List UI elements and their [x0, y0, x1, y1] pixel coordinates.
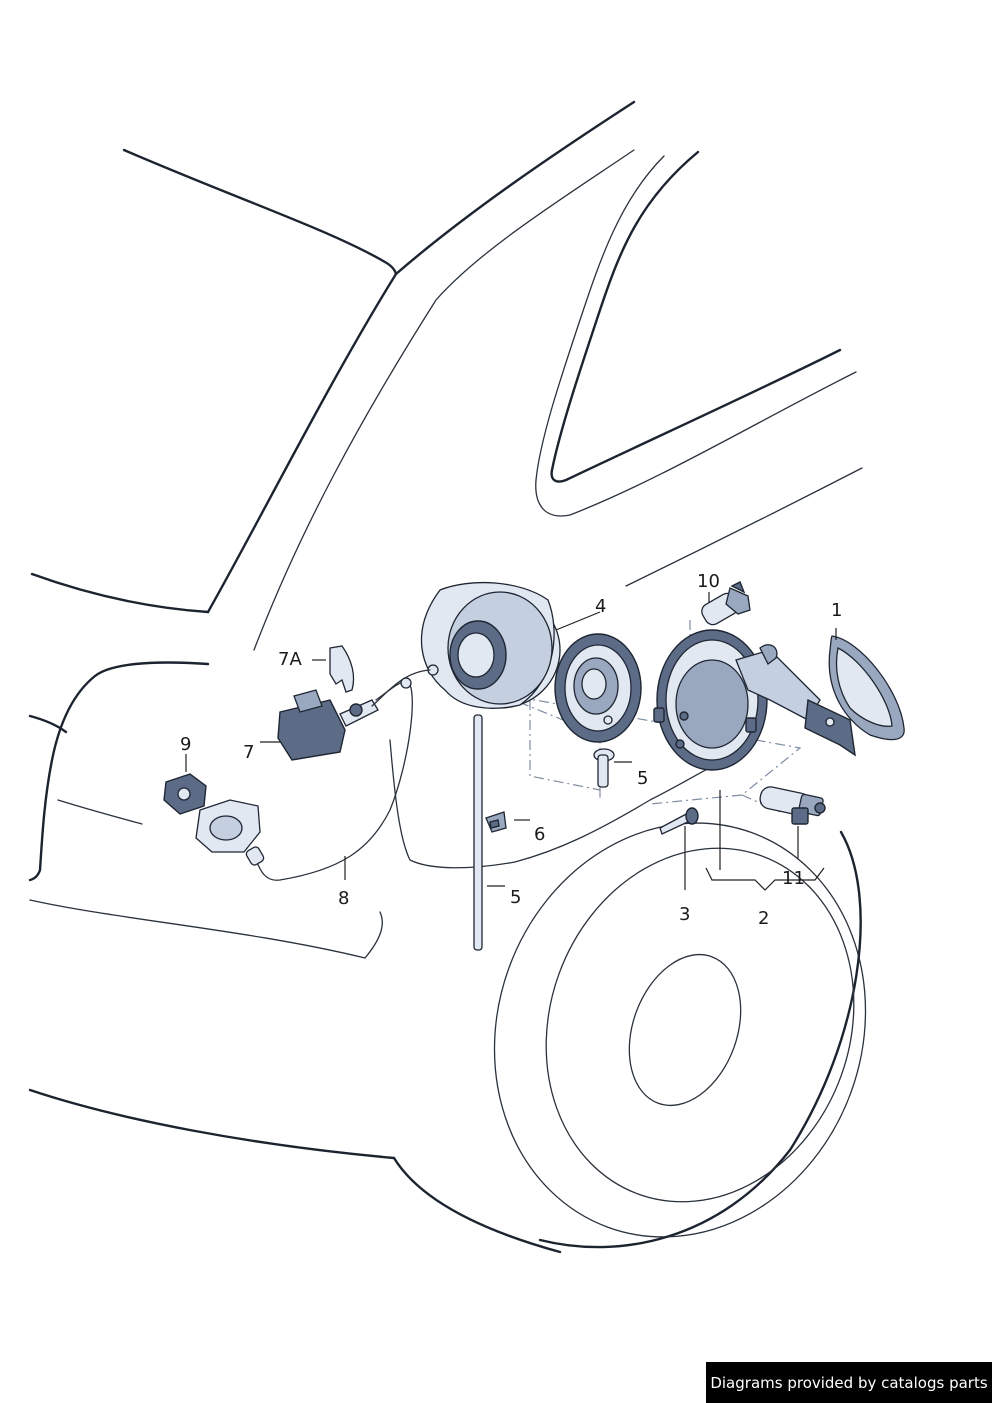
leader-lines: [185, 592, 837, 891]
label-1: 1: [831, 600, 842, 621]
label-7a: 7A: [278, 649, 302, 670]
clip: [485, 811, 507, 833]
locking-motor: [277, 689, 379, 761]
credit-banner: Diagrams provided by catalogs parts: [706, 1362, 992, 1403]
filler-housing: [420, 582, 561, 709]
seal-ring: [554, 633, 642, 743]
retaining-clip: [329, 645, 355, 693]
label-9: 9: [180, 734, 191, 755]
label-10: 10: [697, 571, 720, 592]
bracket-plate: [195, 799, 261, 853]
actuator: [759, 786, 826, 825]
label-2: 2: [758, 908, 769, 929]
label-5-lower: 5: [510, 887, 521, 908]
label-8: 8: [338, 888, 349, 909]
label-3: 3: [679, 904, 690, 925]
emergency-release-knob: [163, 773, 207, 815]
fuel-flap: [804, 635, 905, 757]
credit-text: Diagrams provided by catalogs parts: [710, 1373, 988, 1392]
label-7: 7: [243, 742, 254, 763]
label-4: 4: [595, 596, 606, 617]
screw: [659, 807, 699, 835]
cap-holder: [701, 581, 751, 626]
callouts: 1 2 3 4 5 5 6 7 7A 8 9 10 11: [180, 571, 842, 929]
release-cable: [245, 669, 431, 881]
label-6: 6: [534, 824, 545, 845]
car-body-outline: [28, 100, 867, 1254]
drain-hoses: [473, 714, 615, 951]
label-11: 11: [782, 868, 805, 889]
flap-housing: [653, 629, 821, 771]
label-5-upper: 5: [637, 768, 648, 789]
